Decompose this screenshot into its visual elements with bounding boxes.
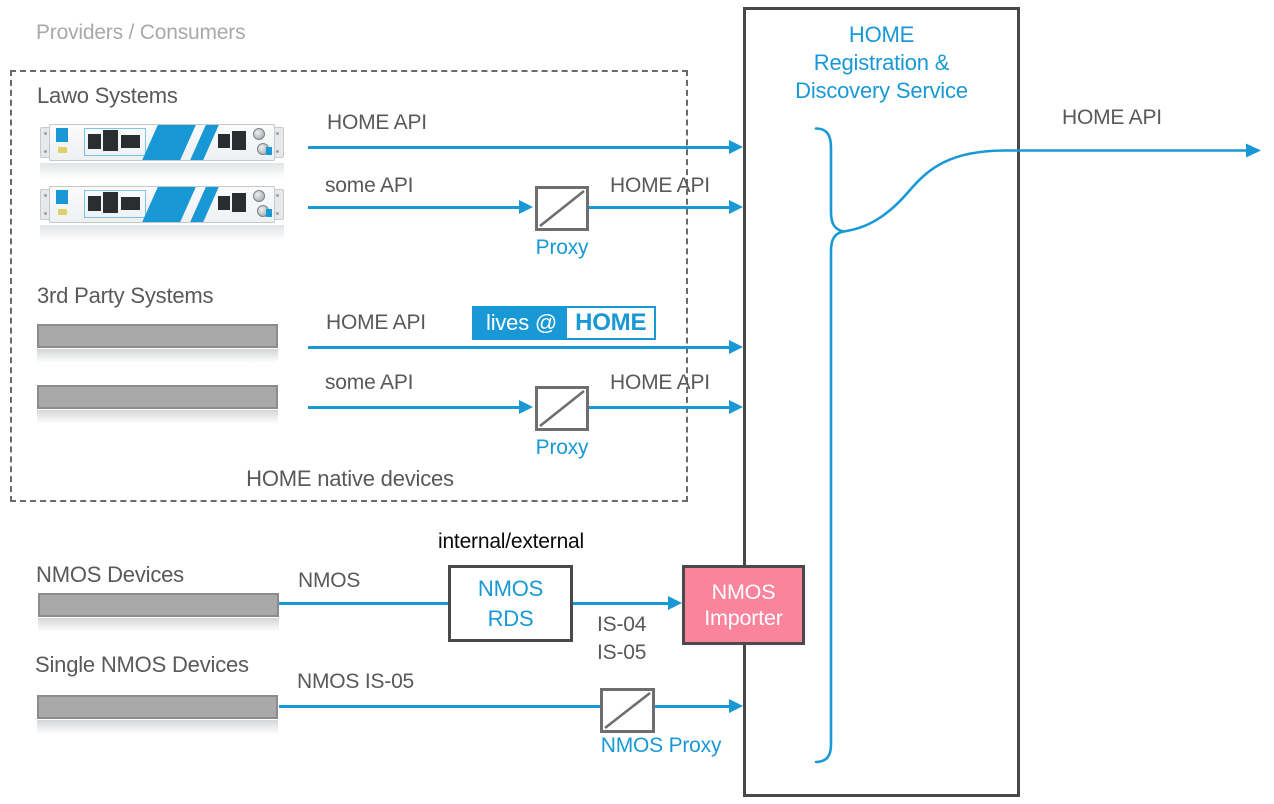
port [88,196,101,211]
lawo-logo-icon [56,128,68,142]
port [232,131,246,150]
nmos-importer-line2: Importer [704,606,783,630]
panel-marking [266,209,272,217]
nmos-devices-bar [38,593,279,617]
row1-line [308,146,730,149]
port-frame [84,190,146,218]
row4-home-api-label: HOME API [610,371,710,394]
badge-lives-label: lives @ [474,308,568,338]
panel-marking [58,209,67,215]
panel-marking [58,147,67,153]
rack-front-panel [49,124,275,161]
home-rds-title-line3: Discovery Service [795,78,968,103]
nmos-importer-line1: NMOS [711,580,776,604]
row3-arrowhead-icon [729,340,743,354]
row2-some-api-label: some API [325,174,414,197]
bnc-connector [253,190,265,202]
nmos-importer-box: NMOS Importer [682,565,805,645]
row2-line-a [308,206,520,209]
nmos-is05-link-label: NMOS IS-05 [297,670,415,693]
row4-out-arrowhead-icon [729,400,743,414]
lives-at-home-badge: lives @ HOME [472,306,657,340]
proxy-box-1 [535,186,589,231]
bar-reflection [38,618,279,632]
blue-stripe [141,187,197,222]
lawo-systems-title: Lawo Systems [37,83,178,108]
row2-arrowhead-icon [519,200,533,214]
port [103,130,118,151]
proxy-diagonal-icon [539,389,585,428]
single-nmos-bar [37,695,278,719]
panel-marking [266,147,272,155]
third-party-title: 3rd Party Systems [37,283,214,308]
third-party-bar-1 [37,324,278,348]
output-home-api-label: HOME API [1062,106,1162,129]
port-frame [84,128,146,156]
bar-reflection [37,720,278,734]
is05-label: IS-05 [597,641,647,664]
nmos-proxy-box [600,688,655,733]
home-rds-title: HOME Registration & Discovery Service [746,21,1017,105]
row2-line-b [589,206,730,209]
bar-reflection [37,410,278,424]
bar-reflection [37,349,278,363]
row2-out-arrowhead-icon [729,200,743,214]
proxy-diagonal-icon [539,189,585,228]
device-reflection [40,225,284,241]
row2-home-api-label: HOME API [610,174,710,197]
nmos-rds-line1: NMOS [477,575,544,601]
third-party-bar-2 [37,385,278,409]
providers-dashed-box [10,70,688,502]
port [218,134,230,148]
blue-stripe [189,125,220,160]
port [232,193,246,212]
row1-home-api-label: HOME API [327,111,427,134]
nmos-proxy-label: NMOS Proxy [600,734,722,757]
row4-line-b [589,406,730,409]
port [218,196,230,210]
nmos-rds-line2: RDS [487,605,534,631]
proxy-diagonal-icon [604,691,651,730]
single-nmos-line-a [279,705,600,708]
nmos-line-a [279,602,451,605]
row4-arrowhead-icon [519,400,533,414]
blue-stripe [189,187,220,222]
nmos-line-b [573,602,670,605]
single-nmos-line-b [655,705,730,708]
single-nmos-arrowhead-icon [729,699,743,713]
bnc-connector [253,128,265,140]
nmos-link-label: NMOS [298,569,361,592]
port [121,197,140,210]
is04-label: IS-04 [597,613,647,636]
home-rds-title-line1: HOME [848,22,915,47]
home-rds-box: HOME Registration & Discovery Service [743,7,1020,797]
nmos-devices-title: NMOS Devices [36,562,184,587]
lawo-logo-icon [56,190,68,204]
badge-home-label: HOME [567,308,655,338]
row4-some-api-label: some API [325,371,414,394]
home-rds-title-line2: Registration & [813,50,950,75]
home-native-devices-label: HOME native devices [246,466,454,491]
single-nmos-title: Single NMOS Devices [35,652,249,677]
nmos-arrowhead-icon [668,596,682,610]
proxy-box-2 [535,386,589,431]
proxy1-label: Proxy [535,236,589,259]
lawo-rack-device-1 [40,124,284,161]
page-title: Providers / Consumers [36,21,246,44]
lawo-rack-device-2 [40,186,284,223]
port [103,192,118,213]
port [88,134,101,149]
row3-home-api-label: HOME API [326,311,426,334]
internal-external-label: internal/external [437,530,585,553]
output-arrowhead-icon [1246,143,1261,158]
proxy2-label: Proxy [535,436,589,459]
row4-line-a [308,406,520,409]
nmos-rds-box: NMOS RDS [448,565,573,642]
row3-line [308,346,730,349]
row1-arrowhead-icon [729,140,743,154]
blue-stripe [141,125,197,160]
device-reflection [40,163,284,179]
port [121,135,140,148]
rack-front-panel [49,186,275,223]
